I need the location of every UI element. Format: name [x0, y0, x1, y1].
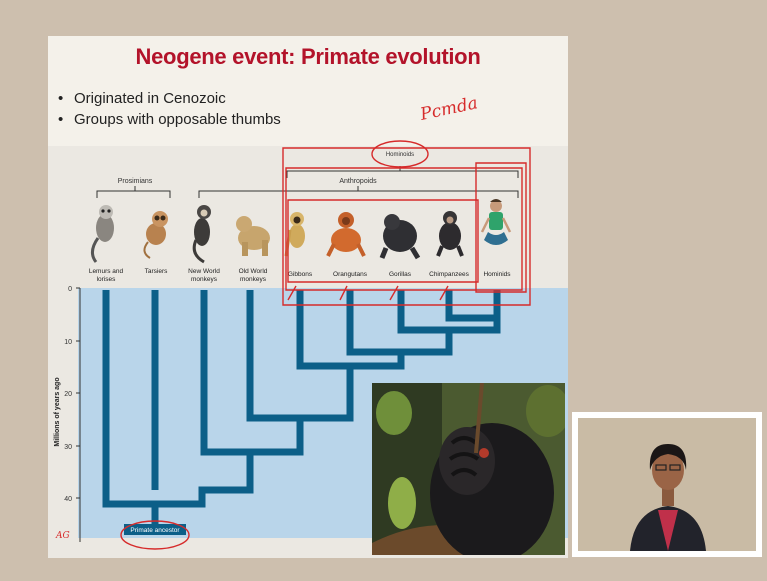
- taxon-label-hominids: Hominids: [483, 271, 511, 278]
- red-fruit: [479, 448, 489, 458]
- taxon-labels: Lemurs and lorises Tarsiers New World mo…: [89, 268, 511, 283]
- axis-tick-label: 10: [64, 339, 72, 346]
- primate-ancestor-node: Primate ancestor: [124, 524, 186, 535]
- branch-new-world: [204, 290, 250, 452]
- branch-old-world: [250, 290, 300, 418]
- presenter-frame: [578, 418, 756, 551]
- axis-title: Millions of years ago: [54, 377, 61, 446]
- handwritten-note: Pcmda: [418, 93, 480, 125]
- taxon-label-orangutans: Orangutans: [333, 271, 368, 278]
- axis-tick-label: 0: [68, 286, 72, 293]
- taxon-label-chimpanzees: Chimpanzees: [429, 271, 469, 278]
- branch-gibbons: [300, 290, 350, 366]
- prosimians-bracket: [97, 191, 170, 198]
- leaf-shape: [376, 391, 412, 435]
- axis-tick-label: 20: [64, 391, 72, 398]
- branch-chimpanzees: [449, 290, 497, 318]
- group-label-anthropoids: Anthropoids: [339, 178, 377, 185]
- chimpanzee-icon: [438, 211, 462, 256]
- time-axis: 0 10 20 30 40 Millions of years ago: [54, 286, 80, 542]
- gibbon-icon: [286, 212, 305, 256]
- new-world-monkey-icon: [194, 205, 211, 262]
- old-world-monkey-icon: [236, 216, 270, 256]
- tarsier-icon: [144, 211, 168, 258]
- taxon-label-lemurs: Lemurs and: [89, 268, 124, 275]
- taxon-label-gorillas: Gorillas: [389, 271, 412, 278]
- human-icon: [482, 199, 510, 245]
- group-label-prosimians: Prosimians: [118, 178, 153, 185]
- gorilla-hand-photo: [372, 383, 565, 555]
- taxon-label-new-world-line2: monkeys: [191, 276, 218, 283]
- hominoids-bracket: [287, 171, 518, 178]
- leaf-shape: [388, 477, 416, 529]
- gorilla-hand-image: [372, 383, 565, 555]
- presenter-figure: [578, 418, 756, 551]
- orangutan-icon: [328, 212, 364, 256]
- taxon-label-old-world-line2: monkeys: [240, 276, 267, 283]
- lemur-icon: [92, 205, 114, 262]
- group-label-hominoids: Hominoids: [386, 152, 414, 158]
- branch-orangutans: [350, 290, 401, 352]
- presenter-video: [572, 412, 762, 557]
- taxon-label-new-world: New World: [188, 268, 220, 275]
- axis-tick-label: 30: [64, 444, 72, 451]
- animal-illustrations: [92, 199, 510, 262]
- taxon-label-old-world: Old World: [239, 268, 268, 275]
- ink-ticks: [288, 286, 448, 300]
- corner-mark: AG: [55, 531, 70, 541]
- taxon-label-lemurs-line2: lorises: [97, 276, 117, 283]
- anthropoids-outer-bracket: [199, 191, 518, 198]
- axis-tick-label: 40: [64, 496, 72, 503]
- taxon-label-tarsiers: Tarsiers: [145, 268, 169, 275]
- ancestor-label: Primate ancestor: [130, 527, 180, 534]
- gorilla-icon: [382, 214, 418, 258]
- taxon-label-gibbons: Gibbons: [288, 271, 313, 278]
- group-brackets: [97, 166, 518, 198]
